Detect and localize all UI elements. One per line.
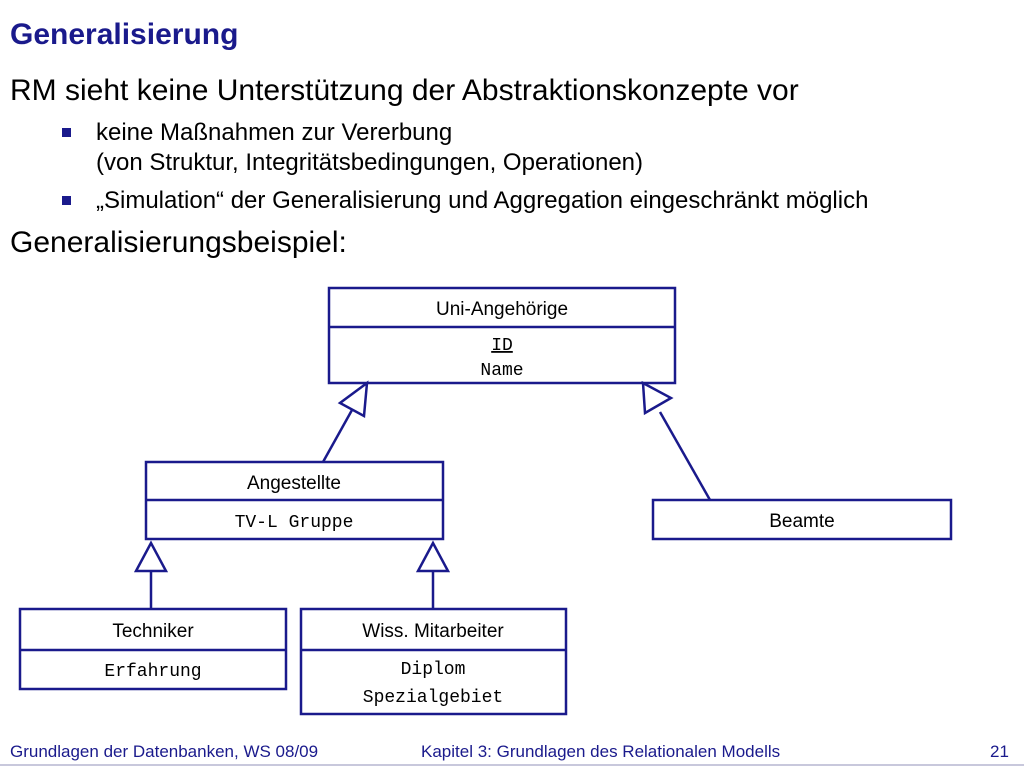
attr-angestellte-tvl: TV-L Gruppe [235, 513, 354, 533]
attr-wiss-diplom: Diplom [401, 660, 466, 680]
attr-techniker-erfahrung: Erfahrung [104, 662, 201, 682]
generalization-arrowhead-beamte [641, 380, 674, 416]
attr-uni-name: Name [480, 361, 523, 381]
square-bullet-icon [62, 128, 71, 137]
attr-uni-id: ID [491, 336, 513, 356]
bullet-inheritance-line2: (von Struktur, Integritätsbedingungen, O… [96, 149, 644, 176]
footer-divider [0, 764, 1024, 766]
bullet-simulation: „Simulation“ der Generalisierung und Agg… [62, 186, 868, 216]
bullet-inheritance: keine Maßnahmen zur Vererbung (von Struk… [62, 118, 643, 178]
footer-chapter: Kapitel 3: Grundlagen des Relationalen M… [421, 742, 781, 761]
generalization-arrowhead-wiss [415, 540, 451, 573]
class-name-angestellte: Angestellte [247, 473, 341, 494]
point-abstraction: RM sieht keine Unterstützung der Abstrak… [10, 74, 799, 107]
class-name-wiss: Wiss. Mitarbeiter [362, 621, 504, 642]
bullet-inheritance-line1: keine Maßnahmen zur Vererbung [96, 119, 453, 146]
generalization-line-angestellte [321, 409, 354, 463]
point-example: Generalisierungsbeispiel: [10, 226, 347, 259]
class-box-uni [327, 286, 677, 385]
square-bullet-icon [62, 196, 71, 205]
attr-wiss-spezialgebiet: Spezialgebiet [363, 688, 503, 708]
slide-title: Generalisierung [10, 18, 239, 51]
generalization-arrowhead-techniker [133, 540, 169, 573]
bullet-simulation-line1: „Simulation“ der Generalisierung und Agg… [96, 187, 869, 214]
footer-page-number: 21 [990, 742, 1009, 761]
class-name-techniker: Techniker [112, 621, 194, 642]
class-box-beamte [651, 498, 953, 541]
generalization-line-beamte [658, 411, 712, 501]
class-name-uni: Uni-Angehörige [436, 299, 568, 320]
class-name-beamte: Beamte [769, 511, 834, 532]
generalization-arrowhead-angestellte [337, 380, 369, 419]
footer-course: Grundlagen der Datenbanken, WS 08/09 [10, 742, 319, 761]
